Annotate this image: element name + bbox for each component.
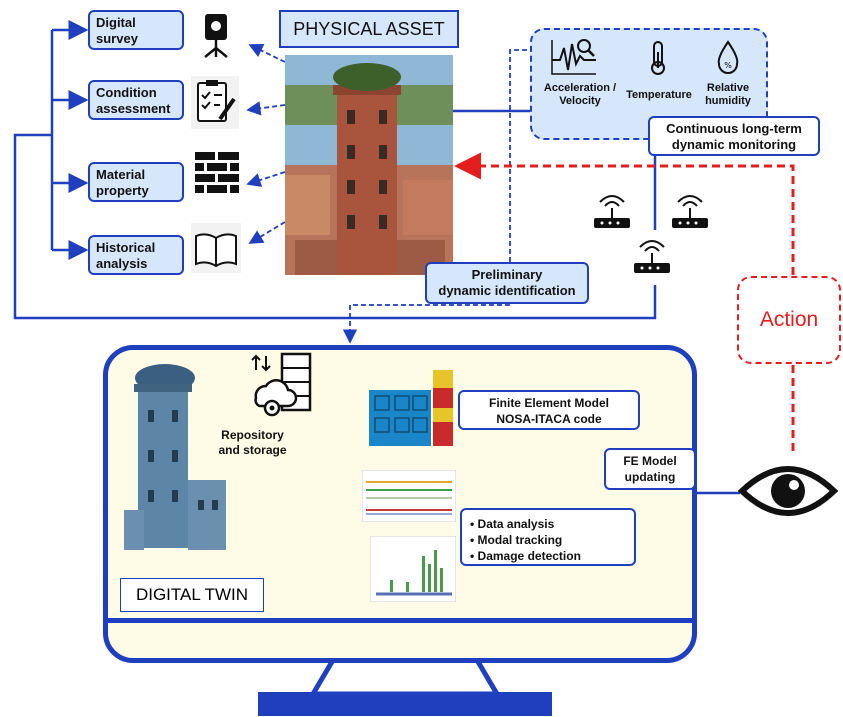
fe-updating-line2: updating — [624, 470, 676, 484]
acceleration-label-line2: Velocity — [559, 95, 601, 107]
digital-survey-line1: Digital — [96, 15, 136, 30]
digital-survey-line2: survey — [96, 31, 138, 46]
condition-assessment-box: Condition assessment — [88, 80, 184, 120]
humidity-label-line1: Relative — [706, 82, 750, 94]
tower-photo — [285, 55, 453, 275]
historical-analysis-line1: Historical — [96, 240, 156, 255]
monitoring-line2: dynamic monitoring — [671, 137, 797, 152]
action-label: Action — [759, 308, 819, 331]
humidity-label: Relative humidity — [700, 82, 756, 108]
repository-line2: and storage — [218, 443, 287, 457]
analysis-item-text: Data analysis — [477, 517, 555, 531]
svg-text:%: % — [724, 61, 732, 70]
digital-survey-box: Digital survey — [88, 10, 184, 50]
acceleration-label: Acceleration / Velocity — [540, 82, 620, 108]
analysis-item: • Damage detection — [470, 549, 581, 563]
eye-icon — [738, 466, 838, 516]
action-box: Action — [737, 276, 841, 364]
router-icon — [672, 195, 708, 228]
repository-line1: Repository — [221, 428, 284, 442]
analysis-box: • Data analysis • Modal tracking • Damag… — [460, 508, 636, 566]
router-icon — [594, 195, 630, 228]
fe-model-line2: NOSA-ITACA code — [496, 412, 602, 426]
material-property-line2: property — [96, 183, 149, 198]
fe-model-line1: Finite Element Model — [488, 396, 609, 410]
analysis-item-text: Modal tracking — [477, 533, 563, 547]
acceleration-label-line1: Acceleration / — [543, 82, 617, 94]
laser-scanner-icon — [204, 14, 228, 58]
monitoring-line1: Continuous long-term — [666, 121, 802, 136]
humidity-label-line2: humidity — [705, 95, 751, 107]
monitor-stand — [258, 660, 552, 716]
tower-3d-model — [124, 364, 226, 550]
physical-asset-title: PHYSICAL ASSET — [279, 10, 459, 48]
material-property-line1: Material — [96, 167, 146, 182]
condition-assessment-line2: assessment — [96, 101, 171, 116]
historical-analysis-line2: analysis — [96, 256, 148, 271]
temperature-label: Temperature — [626, 89, 692, 101]
feedback-loop-line — [13, 20, 657, 320]
fe-model-box: Finite Element Model NOSA-ITACA code — [458, 390, 640, 430]
fe-updating-box: FE Model updating — [604, 448, 696, 490]
time-series-plot — [362, 470, 456, 522]
fe-model-graphic — [369, 370, 453, 446]
repository-label: Repository and storage — [205, 428, 300, 458]
analysis-item: • Data analysis — [470, 517, 555, 531]
preliminary-line2: dynamic identification — [438, 283, 576, 298]
physical-asset-title-text: PHYSICAL ASSET — [293, 19, 445, 39]
server-cloud-icon — [251, 352, 312, 417]
thermometer-icon — [651, 41, 665, 75]
preliminary-line1: Preliminary — [471, 267, 543, 282]
action-loop — [454, 152, 795, 455]
fe-updating-line1: FE Model — [623, 454, 677, 468]
clipboard-icon — [191, 76, 239, 129]
condition-assessment-line1: Condition — [96, 85, 157, 100]
historical-analysis-box: Historical analysis — [88, 235, 184, 275]
router-icon — [634, 240, 670, 273]
material-property-box: Material property — [88, 162, 184, 202]
modal-tracking-plot — [370, 536, 456, 602]
preliminary-identification-box: Preliminary dynamic identification — [425, 262, 589, 304]
open-book-icon — [191, 223, 241, 273]
monitoring-box: Continuous long-term dynamic monitoring — [648, 116, 820, 156]
accelerometer-icon — [551, 39, 596, 75]
analysis-item-text: Damage detection — [477, 549, 581, 563]
digital-twin-title: DIGITAL TWIN — [120, 578, 264, 612]
humidity-drop-icon: % — [717, 40, 739, 74]
monitor-bezel-line — [105, 618, 695, 623]
digital-twin-title-text: DIGITAL TWIN — [135, 585, 249, 604]
brick-wall-icon — [195, 152, 239, 193]
analysis-item: • Modal tracking — [470, 533, 563, 547]
